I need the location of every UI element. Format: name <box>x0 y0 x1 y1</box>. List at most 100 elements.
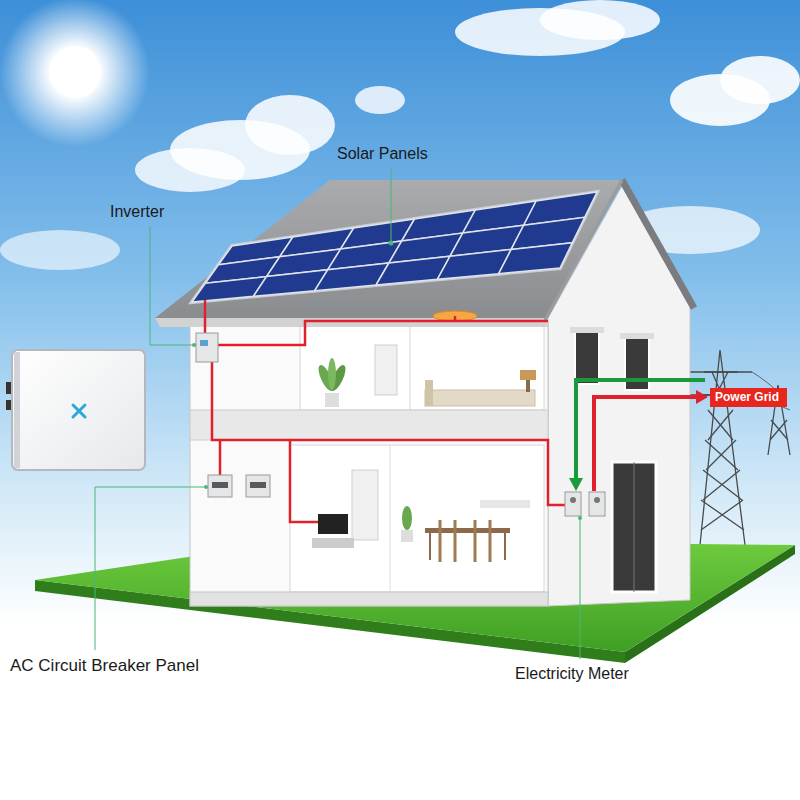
clouds <box>0 0 800 270</box>
breaker-panels-part <box>246 475 270 497</box>
inverter-unit <box>196 333 218 362</box>
solar-panel <box>376 256 450 285</box>
leader-lines-part <box>391 168 392 241</box>
furniture-part <box>526 380 530 392</box>
grid-flow-arrows <box>569 380 708 491</box>
furniture-part <box>440 520 490 562</box>
house-part <box>575 332 599 384</box>
leader-dots-part <box>192 343 196 347</box>
grid-box: Power Grid <box>710 388 787 407</box>
leader-dots <box>192 241 582 521</box>
clouds-part <box>355 86 405 114</box>
leader-dots-part <box>204 485 208 489</box>
house-part <box>190 410 548 440</box>
pylons-part <box>701 410 744 530</box>
solar-panel <box>437 249 511 279</box>
roof-part <box>155 180 622 318</box>
breaker-panels-part <box>212 482 228 488</box>
leader-lines-part <box>95 487 206 650</box>
furniture-part <box>425 380 433 406</box>
solar-panel <box>192 277 267 302</box>
electricity-meter-part <box>570 497 576 503</box>
inverter-closeup <box>6 350 145 470</box>
grid-flow-arrows-part <box>594 397 698 491</box>
house-part <box>410 326 411 410</box>
grid-flow-arrows-part <box>696 390 708 404</box>
house-part <box>300 326 544 410</box>
sun <box>0 0 150 147</box>
house-wiring-part <box>204 300 207 334</box>
part-label: Inverter <box>110 202 164 221</box>
inverter-closeup-part <box>73 405 85 417</box>
house-part <box>190 322 548 606</box>
roof-part <box>622 180 694 308</box>
furniture-part <box>401 530 413 542</box>
part-label: AC Circuit Breaker Panel <box>10 656 199 676</box>
house-wiring-part <box>219 440 222 476</box>
furniture-part <box>328 358 336 390</box>
electricity-meter-part <box>589 492 605 516</box>
inverter-unit-part <box>200 340 208 346</box>
house-part <box>612 462 656 592</box>
electricity-meter-part <box>594 497 600 503</box>
leader-dots-part <box>578 516 582 520</box>
inverter-closeup-part <box>14 352 20 468</box>
inverter-unit-part <box>196 333 218 362</box>
clouds-part <box>720 56 800 104</box>
house-part <box>352 470 378 540</box>
sun-part <box>49 46 101 98</box>
clouds-part <box>135 148 245 192</box>
house-wiring-part <box>290 440 318 522</box>
node-label: Power Grid <box>715 390 782 404</box>
house-part <box>620 333 654 339</box>
furniture-part <box>425 390 535 406</box>
breaker-panels-part <box>208 475 232 497</box>
breaker-panels-part <box>250 482 266 488</box>
part-label: Solar Panels <box>337 144 428 163</box>
house-part <box>390 445 391 592</box>
solar-panel <box>499 243 573 274</box>
furniture-part <box>325 393 339 407</box>
furniture-part <box>402 506 412 530</box>
furniture-part <box>480 500 530 508</box>
panel-frame <box>192 192 597 302</box>
house-wiring-part <box>454 316 457 321</box>
part-label: Electricity Meter <box>515 664 629 683</box>
leader-dots-part <box>389 241 394 246</box>
roof <box>155 180 694 327</box>
house-part <box>634 462 635 592</box>
house-wiring <box>205 300 566 522</box>
leader-lines-part <box>580 518 581 659</box>
house-wiring-part <box>212 362 566 505</box>
roof-part <box>155 318 548 327</box>
house-part <box>190 592 548 606</box>
furniture-part <box>433 311 477 321</box>
furniture-part <box>425 528 510 533</box>
furniture-part <box>318 514 348 534</box>
clouds-part <box>540 0 660 40</box>
sun-part <box>0 0 150 147</box>
house-part <box>625 338 649 390</box>
furniture-part <box>312 538 354 548</box>
leader-lines <box>95 168 580 659</box>
electricity-meter <box>565 492 605 516</box>
grid-flow-arrows-part <box>569 478 583 491</box>
furniture-part <box>520 370 536 380</box>
furniture <box>312 311 536 562</box>
electricity-meter-part <box>565 492 581 516</box>
house-part <box>290 445 544 592</box>
house-wiring-part <box>218 321 548 345</box>
inverter-closeup-part <box>12 350 145 470</box>
solar-panel-array <box>192 192 597 302</box>
leader-lines-part <box>150 226 194 345</box>
solar-panel <box>253 270 327 297</box>
breaker-panels <box>208 475 270 497</box>
house-part <box>570 327 604 333</box>
clouds-part <box>245 95 335 155</box>
clouds-part <box>0 230 120 270</box>
house-part <box>375 345 397 395</box>
solar-panel <box>315 263 389 291</box>
